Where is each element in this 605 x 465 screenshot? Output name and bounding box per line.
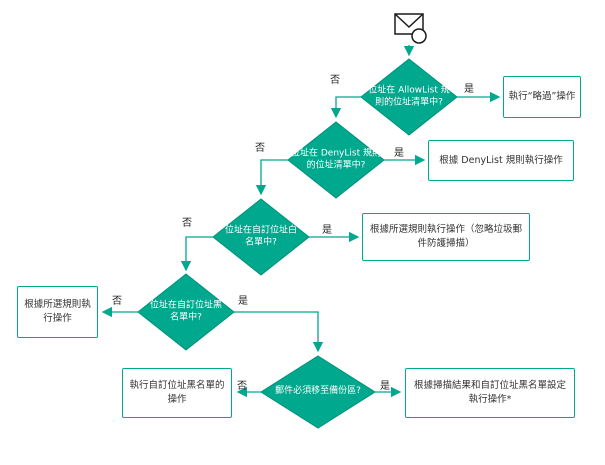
action-custom-blacklist: 執行自訂位址黑名單的操作	[122, 368, 232, 418]
label-d4-no: 否	[112, 296, 122, 307]
decision-backup	[260, 355, 376, 429]
decision-allowlist	[360, 58, 458, 136]
action-skip: 執行“略過”操作	[503, 76, 581, 118]
action-scan-result-blacklist: 根據掃描結果和自訂位址黑名單設定執行操作*	[405, 368, 575, 418]
action-scan-result-blacklist-text: 根據掃描結果和自訂位址黑名單設定執行操作*	[413, 380, 566, 405]
connector-d4-yes	[234, 311, 324, 353]
action-selected-rule: 根據所選規則執行操作	[17, 286, 98, 338]
decision-denylist-text: 位址在 DenyList 規則的位址清單中?	[291, 148, 381, 170]
action-skip-text: 執行“略過”操作	[508, 91, 576, 103]
label-d1-no: 否	[330, 75, 340, 86]
action-selected-rule-ignore-scan-text: 根據所選規則執行操作（忽略垃圾郵件防護掃描）	[369, 224, 522, 249]
action-selected-rule-text: 根據所選規則執行操作	[24, 299, 91, 324]
label-d4-yes: 是	[238, 296, 248, 307]
decision-whitelist-text: 位址在自訂位址白名單中?	[224, 225, 297, 247]
connector-d1-no	[330, 96, 361, 119]
label-d2-yes: 是	[394, 148, 404, 159]
action-custom-blacklist-text: 執行自訂位址黑名單的操作	[129, 380, 225, 405]
label-d5-no: 否	[237, 381, 247, 392]
action-denylist-rule-text: 根據 DenyList 規則執行操作	[439, 154, 563, 166]
label-d5-yes: 是	[380, 381, 390, 392]
label-d1-yes: 是	[464, 84, 474, 95]
decision-whitelist	[212, 198, 310, 276]
label-d3-yes: 是	[322, 225, 332, 236]
label-d3-no: 否	[182, 218, 192, 229]
connector-d3-no	[180, 236, 213, 272]
decision-blacklist	[137, 273, 235, 351]
decision-denylist	[287, 121, 385, 199]
action-denylist-rule: 根據 DenyList 規則執行操作	[428, 140, 574, 181]
connector-d2-no	[255, 159, 288, 196]
decision-blacklist-text: 位址在自訂位址黑名單中?	[149, 300, 222, 322]
label-d2-no: 否	[255, 143, 265, 154]
envelope-flap	[394, 13, 424, 29]
envelope-badge-circle	[411, 28, 427, 44]
email-icon	[394, 13, 427, 44]
decision-allowlist-text: 位址在 AllowList 規則的位址清單中?	[368, 85, 450, 107]
decision-backup-text: 郵件必須移至備份區?	[275, 386, 361, 397]
action-selected-rule-ignore-scan: 根據所選規則執行操作（忽略垃圾郵件防護掃描）	[362, 213, 530, 261]
